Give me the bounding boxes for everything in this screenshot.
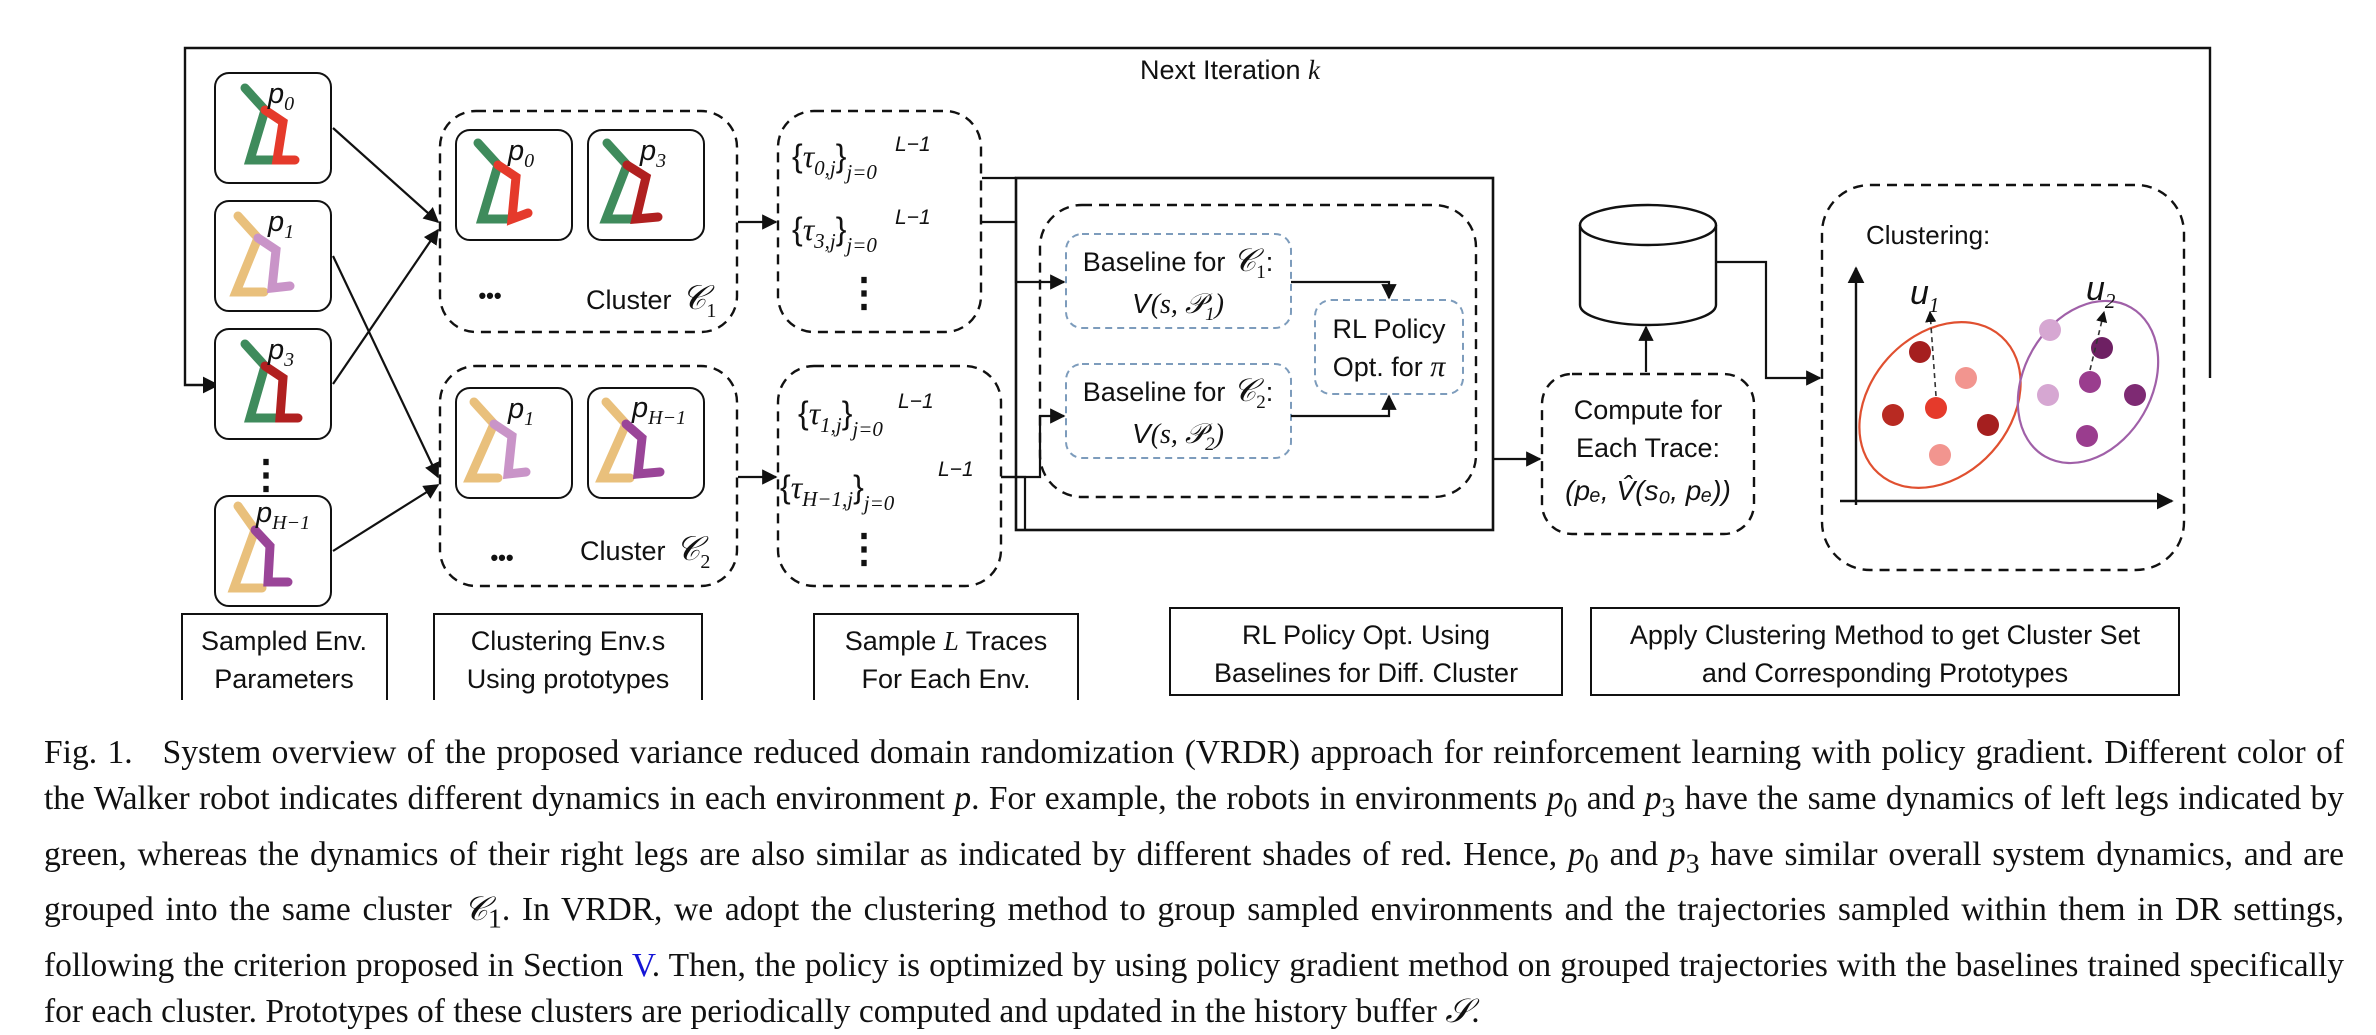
svg-text:Sampled Env.: Sampled Env. bbox=[201, 626, 367, 656]
baseline-c2-title: Baseline for 𝒞2: bbox=[1083, 372, 1273, 413]
rl-policy-box: RL Policy Opt. for π bbox=[1314, 299, 1464, 395]
svg-text:Baselines for Diff. Cluster: Baselines for Diff. Cluster bbox=[1214, 658, 1518, 688]
clustering-panel: Clustering: u1 u2 bbox=[1820, 183, 2186, 572]
cluster-c2-member-p1: p1 bbox=[455, 387, 573, 499]
compute-line1: Compute for bbox=[1574, 395, 1723, 425]
cluster-c1-member-p3: p3 bbox=[587, 129, 705, 241]
trace-set-tau0: {τ0,j}j=0 bbox=[792, 138, 877, 184]
prototype-u1-pointer bbox=[1925, 310, 1937, 397]
compute-line2: Each Trace: bbox=[1576, 433, 1720, 463]
svg-text:Apply Clustering Method to get: Apply Clustering Method to get Cluster S… bbox=[1630, 620, 2141, 650]
cluster-c1-more: ••• bbox=[478, 283, 501, 308]
sampled-environments: p0 p1 p3 ⋮ pH−1 bbox=[214, 72, 332, 607]
cluster-ellipse-purple bbox=[2016, 299, 2160, 465]
env-pH-1-label: pH−1 bbox=[255, 497, 310, 534]
trace-more-ellipsis: ⋮ bbox=[844, 527, 884, 571]
cluster-c2-more: ••• bbox=[490, 545, 513, 570]
rl-optimization-box bbox=[1014, 176, 1495, 532]
figure-caption: Fig. 1.System overview of the proposed v… bbox=[44, 734, 2345, 1031]
svg-text:and Corresponding Prototypes: and Corresponding Prototypes bbox=[1702, 658, 2068, 688]
trace-set-tau3-upper: L−1 bbox=[895, 206, 931, 229]
walker-robot-icon bbox=[240, 83, 300, 165]
rl-policy-line2: Opt. for π bbox=[1333, 350, 1447, 383]
next-iteration-loop: Next Iteration k bbox=[183, 46, 2212, 394]
prototype-u2-pointer bbox=[2089, 310, 2108, 371]
svg-text:Clustering Env.s: Clustering Env.s bbox=[471, 626, 666, 656]
section-v-link[interactable]: V bbox=[631, 947, 652, 985]
cluster-c2-member-pH-1: pH−1 bbox=[587, 387, 705, 499]
svg-text:p0: p0 bbox=[507, 135, 534, 172]
prototype-u1-label: u1 bbox=[1910, 274, 1939, 317]
compute-formula: (pₑ, V̂(s₀, pₑ)) bbox=[1565, 475, 1731, 506]
svg-text:For Each Env.: For Each Env. bbox=[861, 664, 1030, 694]
env-more-ellipsis: ⋮ bbox=[246, 453, 286, 497]
baseline-c2-box: Baseline for 𝒞2: V(s, 𝒫2) bbox=[1065, 363, 1292, 459]
clustering-title: Clustering: bbox=[1866, 220, 1990, 250]
stage-label-sampled: Sampled Env. Parameters bbox=[181, 613, 388, 700]
loop-label: Next Iteration k bbox=[1140, 55, 1321, 85]
trace-set-tau1: {τ1,j}j=0 bbox=[798, 395, 883, 441]
trace-more-ellipsis: ⋮ bbox=[844, 271, 884, 315]
trace-set-tau1-upper: L−1 bbox=[898, 390, 934, 413]
figure-number: Fig. 1. bbox=[44, 734, 133, 771]
env-to-cluster-arrows bbox=[332, 127, 440, 552]
svg-text:Sample L Traces: Sample L Traces bbox=[845, 626, 1048, 656]
system-overview-diagram: Next Iteration k p0 p1 bbox=[181, 46, 2212, 700]
svg-text:Using prototypes: Using prototypes bbox=[467, 664, 670, 694]
trace-set-tau3: {τ3,j}j=0 bbox=[792, 211, 877, 257]
trace-set-tauH-1: {τH−1,j}j=0 bbox=[780, 469, 895, 515]
cluster-c1-member-p0: p0 bbox=[455, 129, 573, 241]
env-p1-card: p1 bbox=[214, 200, 332, 312]
rl-optimization-inner-group bbox=[1038, 203, 1478, 499]
svg-text:p3: p3 bbox=[639, 135, 666, 172]
walker-robot-icon bbox=[227, 501, 293, 593]
walker-robot-icon bbox=[240, 339, 303, 423]
stage-label-apply-clustering: Apply Clustering Method to get Cluster S… bbox=[1590, 607, 2180, 696]
stage-label-sample-traces: Sample L Traces For Each Env. bbox=[813, 613, 1079, 700]
prototype-u2-label: u2 bbox=[2086, 270, 2116, 313]
rl-policy-line1: RL Policy bbox=[1332, 314, 1446, 344]
baseline-c1-value: V(s, 𝒫1) bbox=[1132, 288, 1224, 325]
svg-text:Parameters: Parameters bbox=[214, 664, 354, 694]
stage-label-clustering: Clustering Env.s Using prototypes bbox=[433, 613, 703, 700]
svg-text:p1: p1 bbox=[507, 393, 534, 430]
traces-to-baselines-connectors bbox=[982, 176, 1066, 530]
baseline-c1-title: Baseline for 𝒞1: bbox=[1083, 242, 1273, 283]
env-p3-label: p3 bbox=[267, 334, 294, 371]
traces-group-c2: {τ1,j}j=0 L−1 {τH−1,j}j=0 L−1 ⋮ bbox=[776, 364, 1003, 588]
baseline-c1-box: Baseline for 𝒞1: V(s, 𝒫1) bbox=[1065, 233, 1292, 329]
traces-group-c1: {τ0,j}j=0 L−1 {τ3,j}j=0 L−1 ⋮ bbox=[776, 109, 983, 334]
buffer-to-clustering-arrow bbox=[1716, 260, 1822, 386]
stage-label-rl-opt: RL Policy Opt. Using Baselines for Diff.… bbox=[1169, 607, 1563, 696]
cluster-ellipse-red bbox=[1858, 321, 2022, 489]
env-p0-card: p0 bbox=[214, 72, 332, 184]
svg-text:pH−1: pH−1 bbox=[631, 392, 686, 429]
env-p1-label: p1 bbox=[267, 206, 294, 243]
cluster-points-purple bbox=[2037, 319, 2146, 447]
history-buffer-database-icon bbox=[1578, 203, 1718, 327]
env-p3-card: p3 bbox=[214, 328, 332, 440]
trace-set-tau0-upper: L−1 bbox=[895, 133, 931, 156]
clustering-axes bbox=[1840, 266, 2174, 510]
cluster-points-red bbox=[1882, 341, 1999, 466]
compute-per-trace-box: Compute for Each Trace: (pₑ, V̂(s₀, pₑ)) bbox=[1540, 372, 1756, 536]
trace-set-tauH-1-upper: L−1 bbox=[938, 458, 974, 481]
walker-robot-icon bbox=[229, 211, 295, 297]
env-pH-1-card: pH−1 bbox=[214, 495, 332, 607]
baseline-to-policy-arrows bbox=[1291, 280, 1397, 418]
svg-text:RL Policy Opt. Using: RL Policy Opt. Using bbox=[1242, 620, 1490, 650]
env-p0-label: p0 bbox=[267, 78, 294, 115]
